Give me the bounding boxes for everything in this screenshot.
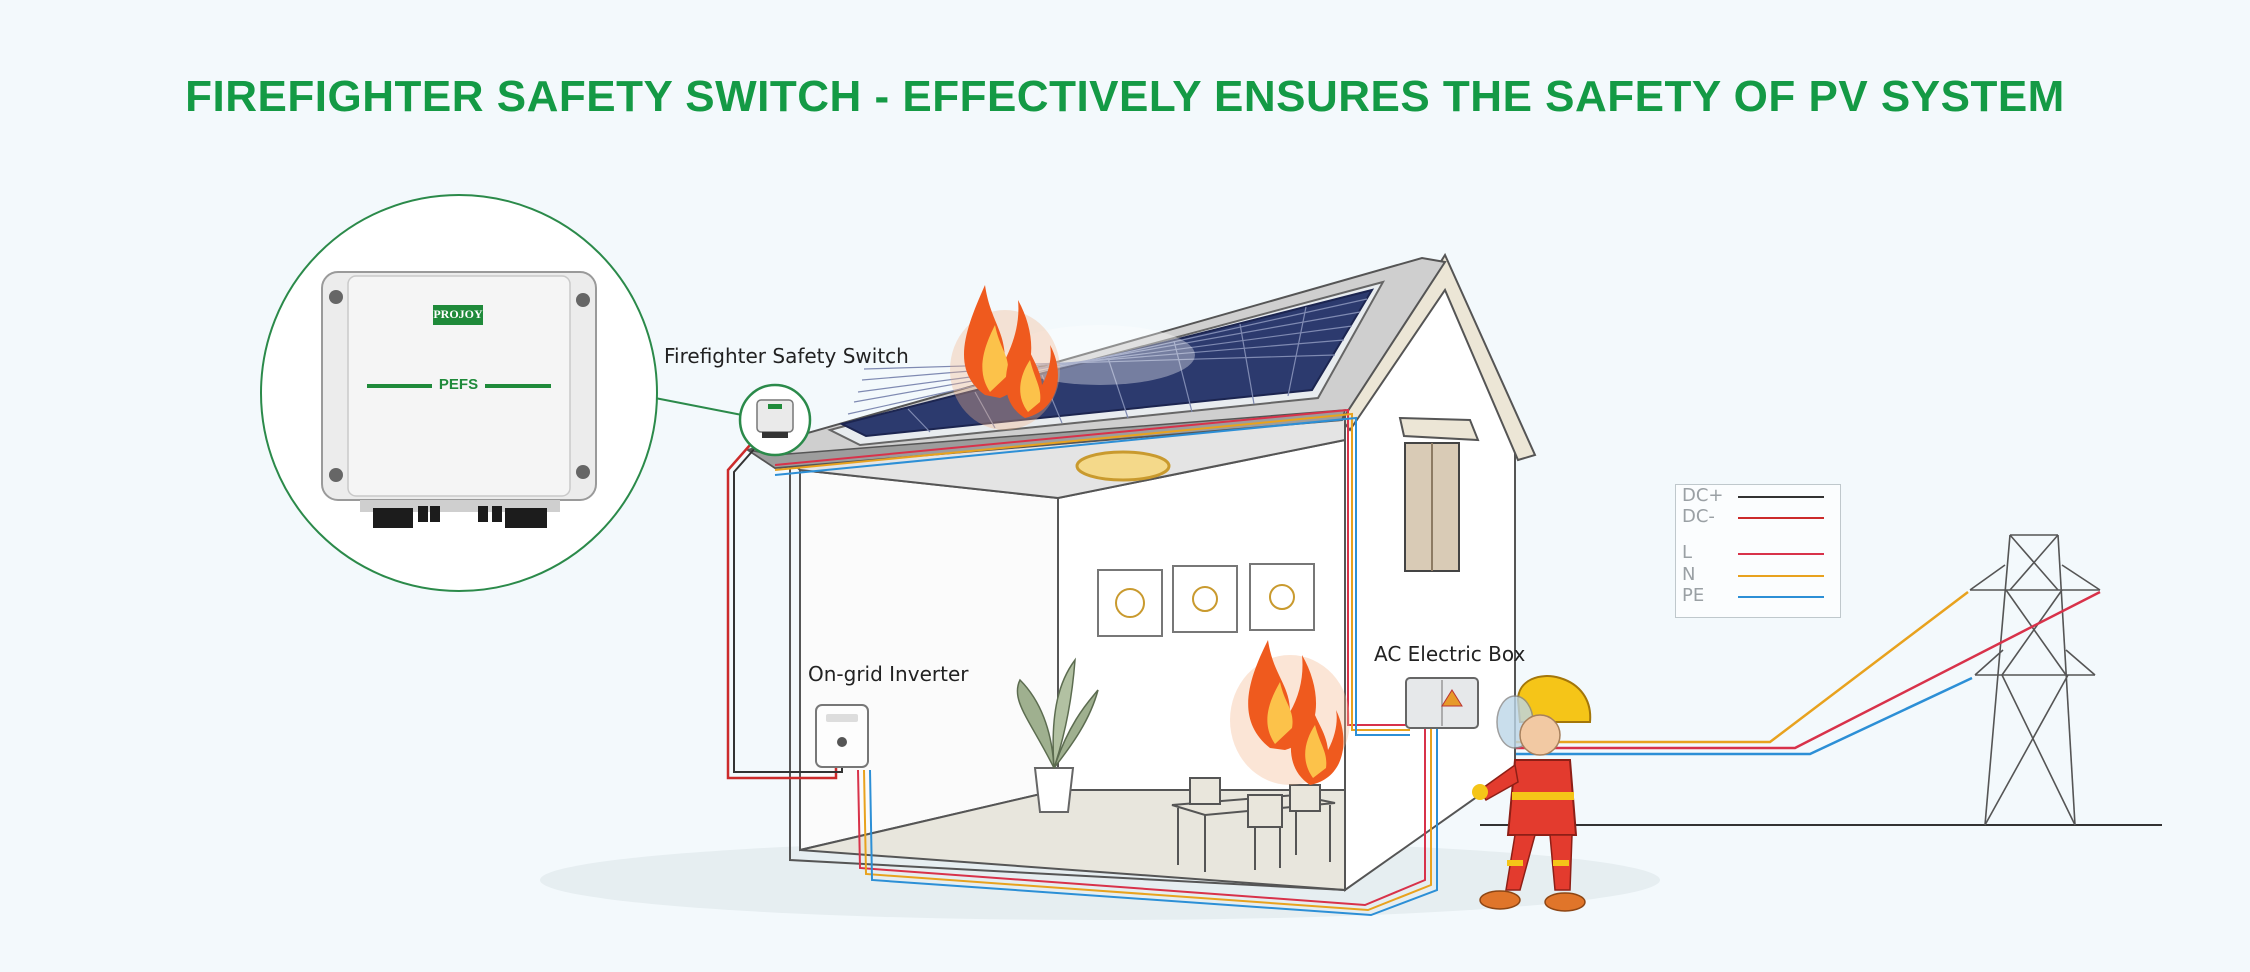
firefighter-figure xyxy=(1472,675,1592,912)
legend-line-pe xyxy=(1738,596,1824,598)
solar-panel-grid xyxy=(847,298,1368,433)
ac-electric-box xyxy=(1405,677,1479,729)
wire-roof-l xyxy=(774,408,1410,726)
wire-floor-l xyxy=(857,725,1426,907)
legend-line-dc-neg xyxy=(1738,517,1824,519)
gable-window-awning xyxy=(1398,416,1480,442)
wire-legend: DC+ DC- L N PE xyxy=(1675,484,1841,618)
legend-line-l xyxy=(1738,553,1824,555)
power-pylon xyxy=(1969,534,2101,826)
gable-roof-trim xyxy=(1340,252,1537,462)
page-title: FIREFIGHTER SAFETY SWITCH - EFFECTIVELY … xyxy=(185,72,2065,121)
wire-pe xyxy=(1458,676,1973,756)
device-model: PEFS xyxy=(438,376,479,393)
interior-left-wall xyxy=(799,468,1059,852)
ceiling-light xyxy=(1075,450,1171,482)
wire-n xyxy=(1458,591,1969,744)
switch-label: Firefighter Safety Switch xyxy=(664,344,909,368)
roof-fire-icon xyxy=(950,285,1060,430)
device-brand: PROJOY xyxy=(433,307,483,321)
zoom-leader-line xyxy=(654,397,743,416)
house-front-frame xyxy=(789,460,1346,891)
wall-pictures xyxy=(1097,563,1315,637)
solar-panel xyxy=(839,288,1375,438)
legend-label-n: N xyxy=(1682,564,1696,585)
wire-roof-pe xyxy=(774,416,1410,736)
ac-box-label: AC Electric Box xyxy=(1374,642,1526,666)
potted-plant xyxy=(1016,657,1099,813)
on-grid-inverter xyxy=(815,704,869,768)
room-fire-icon xyxy=(1230,640,1350,785)
legend-label-l: L xyxy=(1682,542,1693,563)
legend-line-dc-pos xyxy=(1738,496,1824,498)
legend-label-pe: PE xyxy=(1682,585,1705,606)
inverter-label: On-grid Inverter xyxy=(808,662,969,686)
legend-line-n xyxy=(1738,575,1824,577)
wire-floor-n xyxy=(863,725,1432,912)
wire-roof-n xyxy=(774,412,1410,731)
legend-label-dc-pos: DC+ xyxy=(1682,485,1724,506)
wire-floor-pe xyxy=(869,725,1438,917)
pefs-device xyxy=(321,271,597,528)
wire-l xyxy=(1458,590,2101,750)
wire-dc-neg xyxy=(726,444,838,780)
legend-label-dc-neg: DC- xyxy=(1682,506,1715,527)
dining-table xyxy=(1171,777,1336,872)
